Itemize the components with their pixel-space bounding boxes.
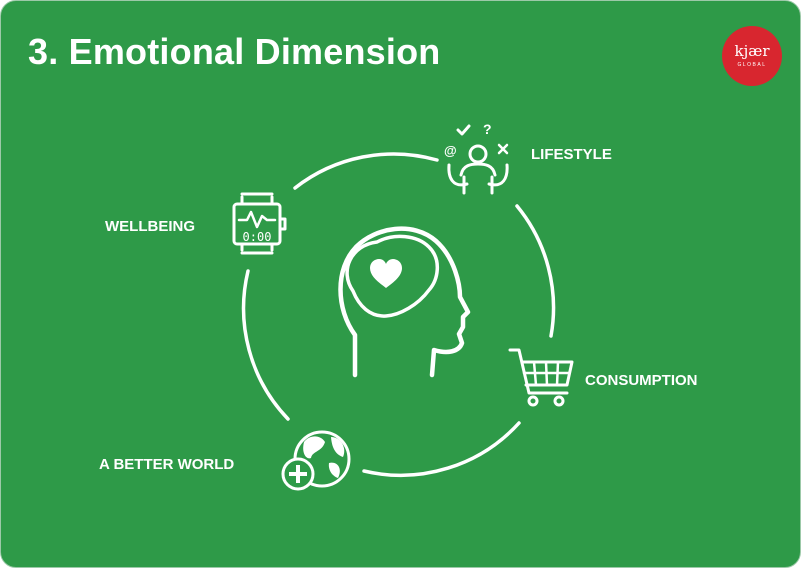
kjaer-global-logo: kjær GLOBAL	[722, 26, 782, 86]
logo-subtitle: GLOBAL	[737, 62, 767, 68]
node-label-consumption: CONSUMPTION	[585, 372, 698, 389]
ring-arcs	[241, 152, 556, 477]
person-choices-icon	[447, 124, 509, 195]
slide-title: 3. Emotional Dimension	[28, 31, 441, 72]
head-with-heart-icon	[338, 226, 471, 378]
ring-arc-bottom-right	[362, 421, 521, 477]
node-label-lifestyle: LIFESTYLE	[531, 146, 612, 163]
globe-plus-icon	[281, 430, 351, 491]
question-mark-icon: ?	[483, 121, 492, 137]
node-label-a-better-world: A BETTER WORLD	[99, 456, 235, 473]
ring-arc-right	[515, 204, 556, 338]
cross-mark-icon	[497, 143, 509, 155]
at-sign-icon: @	[444, 143, 457, 158]
node-label-wellbeing: WELLBEING	[105, 218, 195, 235]
logo-wordmark: kjær	[734, 42, 770, 60]
shopping-cart-icon	[508, 348, 574, 407]
check-mark-icon	[456, 124, 471, 136]
ring-arc-left	[241, 269, 290, 421]
ring-arc-top	[293, 152, 439, 190]
smartwatch-icon	[232, 192, 287, 255]
watch-time-readout: 0:00	[243, 230, 272, 244]
